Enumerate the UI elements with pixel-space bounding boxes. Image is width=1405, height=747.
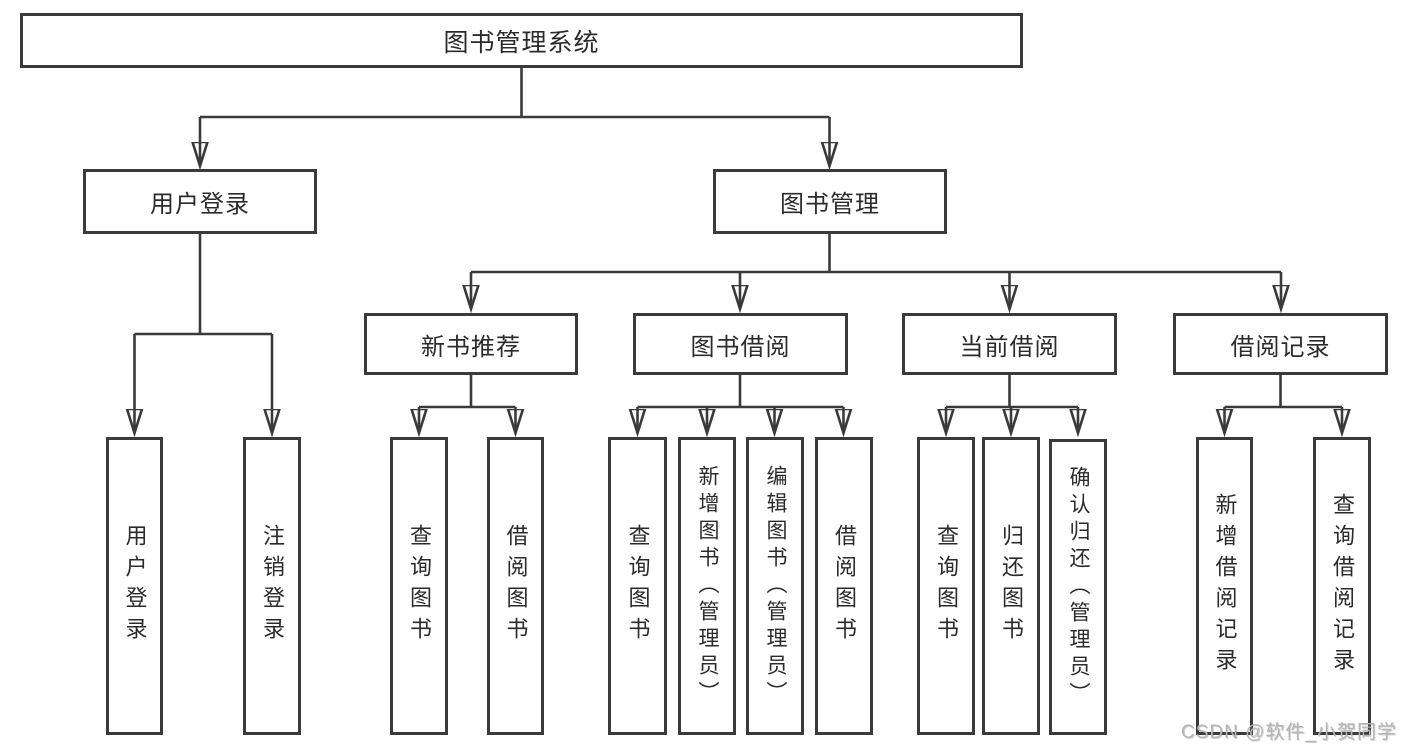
node-label: 确认归还（管理员）: [1067, 465, 1090, 709]
csdn-watermark: CSDN @软件_小贺同学: [1181, 722, 1397, 743]
node-label: 查询图书: [934, 524, 959, 648]
connector-records-to-children: [1225, 375, 1343, 433]
node-cb-query-book: 查询图书: [917, 437, 975, 735]
node-label: 注销登录: [260, 524, 285, 648]
node-label: 图书借阅: [690, 333, 791, 361]
node-label: 编辑图书（管理员）: [764, 464, 787, 708]
node-label: 新书推荐: [421, 333, 521, 361]
node-current-borrowing: 当前借阅: [902, 313, 1117, 375]
node-cb-confirm-return-admin: 确认归还（管理员）: [1049, 439, 1107, 735]
connector-new-books-to-children: [419, 375, 516, 433]
connector-user-login-to-children: [135, 234, 273, 433]
node-label: 用户登录: [122, 524, 148, 648]
node-nbr-borrow-book: 借阅图书: [487, 437, 544, 735]
node-user-login: 用户登录: [106, 437, 163, 735]
node-label: 用户登录: [150, 191, 250, 218]
node-bb-edit-book-admin: 编辑图书（管理员）: [746, 437, 804, 735]
node-bb-query-book: 查询图书: [608, 437, 667, 735]
node-bb-borrow-book: 借阅图书: [815, 437, 873, 735]
node-logout: 注销登录: [243, 437, 301, 735]
node-nbr-query-book: 查询图书: [390, 437, 448, 735]
node-cb-return-book: 归还图书: [982, 437, 1040, 735]
node-new-book-recommendation: 新书推荐: [364, 313, 578, 375]
node-label: 查询图书: [407, 524, 432, 648]
node-label: 图书管理: [780, 191, 880, 218]
node-br-add-record: 新增借阅记录: [1196, 437, 1253, 735]
node-label: 归还图书: [999, 524, 1024, 648]
node-label: 借阅图书: [503, 524, 529, 648]
node-label: 新增借阅记录: [1212, 493, 1238, 679]
node-bb-add-book-admin: 新增图书（管理员）: [678, 437, 736, 735]
connector-root-to-level2: [200, 68, 830, 166]
node-user-login-group: 用户登录: [83, 169, 317, 234]
node-label: 当前借阅: [959, 333, 1060, 361]
node-label: 借阅记录: [1230, 333, 1331, 361]
connector-book-management-to-level3: [471, 234, 1281, 309]
node-label: 借阅图书: [832, 524, 857, 648]
node-library-management-system: 图书管理系统: [20, 13, 1023, 68]
node-book-borrowing: 图书借阅: [633, 313, 848, 375]
node-book-management-group: 图书管理: [713, 169, 947, 234]
connector-current-borrow-to-children: [946, 375, 1078, 433]
node-label: 新增图书（管理员）: [696, 464, 719, 708]
node-label: 图书管理系统: [443, 28, 600, 57]
node-label: 查询图书: [625, 524, 651, 648]
node-label: 查询借阅记录: [1330, 493, 1355, 679]
node-br-query-record: 查询借阅记录: [1313, 437, 1371, 735]
connector-borrowing-to-children: [638, 375, 844, 433]
node-borrowing-records: 借阅记录: [1173, 313, 1388, 375]
